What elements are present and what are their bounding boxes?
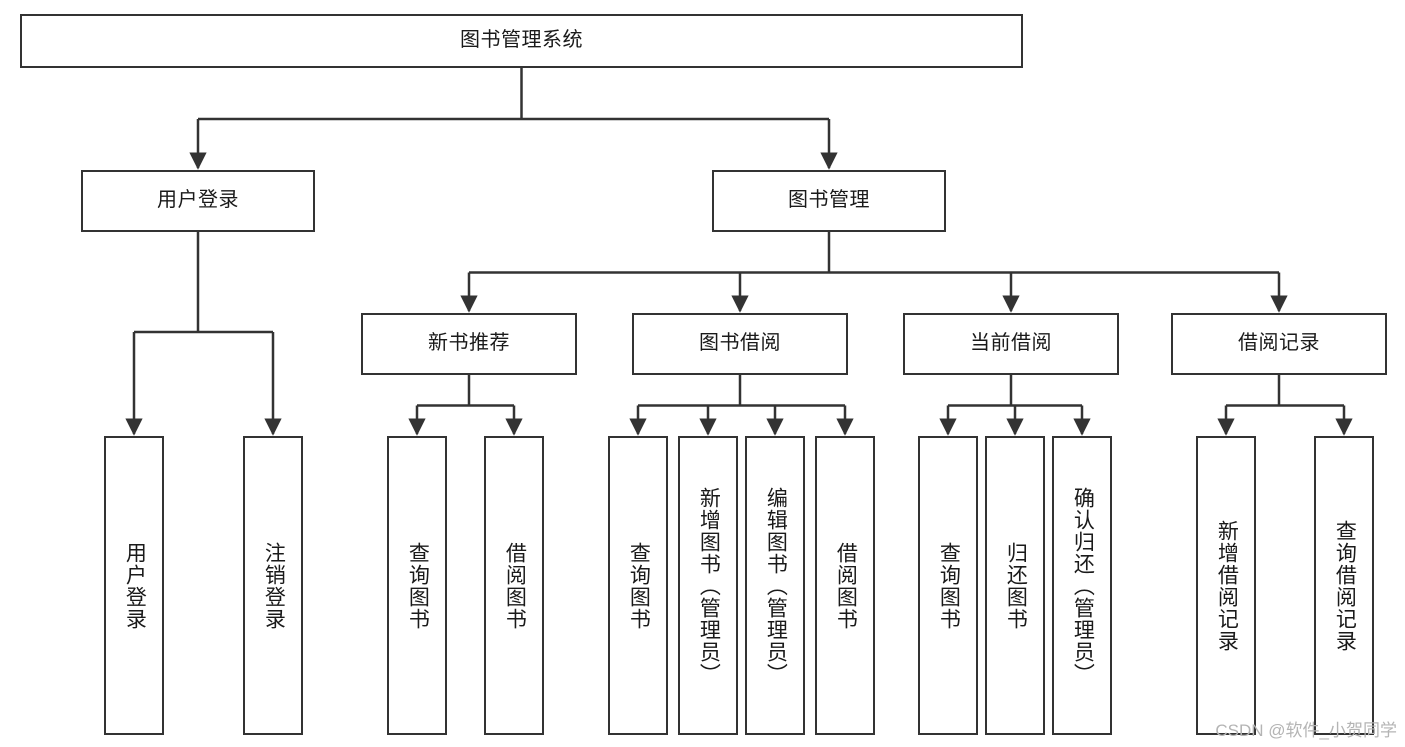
- node-leaf-queryrec[interactable]: 查询借阅记录: [1314, 436, 1374, 735]
- node-label: 借阅图书: [503, 541, 527, 630]
- node-label: 归还图书: [1004, 541, 1028, 630]
- node-leaf-confirm[interactable]: 确认归还（管理员）: [1052, 436, 1112, 735]
- node-leaf-query2[interactable]: 查询图书: [608, 436, 668, 735]
- connector-edges: [125, 68, 1353, 436]
- node-label: 注销登录: [262, 541, 286, 630]
- node-leaf-addbook[interactable]: 新增图书（管理员）: [678, 436, 738, 735]
- node-root[interactable]: 图书管理系统: [20, 14, 1023, 68]
- node-leaf-userlogin[interactable]: 用户登录: [104, 436, 164, 735]
- node-login[interactable]: 用户登录: [81, 170, 315, 232]
- node-label: 图书借阅: [699, 332, 781, 355]
- node-label: 借阅记录: [1238, 332, 1320, 355]
- node-leaf-borrow1[interactable]: 借阅图书: [484, 436, 544, 735]
- node-label: 用户登录: [123, 541, 147, 630]
- node-current[interactable]: 当前借阅: [903, 313, 1119, 375]
- node-borrow[interactable]: 图书借阅: [632, 313, 848, 375]
- node-label: 图书管理系统: [460, 29, 583, 52]
- node-leaf-editbook[interactable]: 编辑图书（管理员）: [745, 436, 805, 735]
- node-leaf-query3[interactable]: 查询图书: [918, 436, 978, 735]
- node-newbook[interactable]: 新书推荐: [361, 313, 577, 375]
- node-label: 查询借阅记录: [1333, 519, 1357, 652]
- node-label: 查询图书: [627, 541, 651, 630]
- node-label: 借阅图书: [834, 541, 858, 630]
- node-leaf-return[interactable]: 归还图书: [985, 436, 1045, 735]
- node-label: 当前借阅: [970, 332, 1052, 355]
- node-label: 新书推荐: [428, 332, 510, 355]
- node-label: 查询图书: [406, 541, 430, 630]
- node-label: 确认归还（管理员）: [1071, 486, 1095, 685]
- node-label: 编辑图书（管理员）: [764, 486, 788, 685]
- node-bookmgmt[interactable]: 图书管理: [712, 170, 946, 232]
- node-label: 新增图书（管理员）: [697, 486, 721, 685]
- node-label: 用户登录: [157, 189, 239, 212]
- node-leaf-logout[interactable]: 注销登录: [243, 436, 303, 735]
- node-label: 新增借阅记录: [1215, 519, 1239, 652]
- node-leaf-borrow2[interactable]: 借阅图书: [815, 436, 875, 735]
- node-leaf-query1[interactable]: 查询图书: [387, 436, 447, 735]
- node-records[interactable]: 借阅记录: [1171, 313, 1387, 375]
- node-label: 查询图书: [937, 541, 961, 630]
- watermark-label: CSDN @软件_小贺同学: [1215, 721, 1397, 740]
- node-label: 图书管理: [788, 189, 870, 212]
- node-leaf-addrec[interactable]: 新增借阅记录: [1196, 436, 1256, 735]
